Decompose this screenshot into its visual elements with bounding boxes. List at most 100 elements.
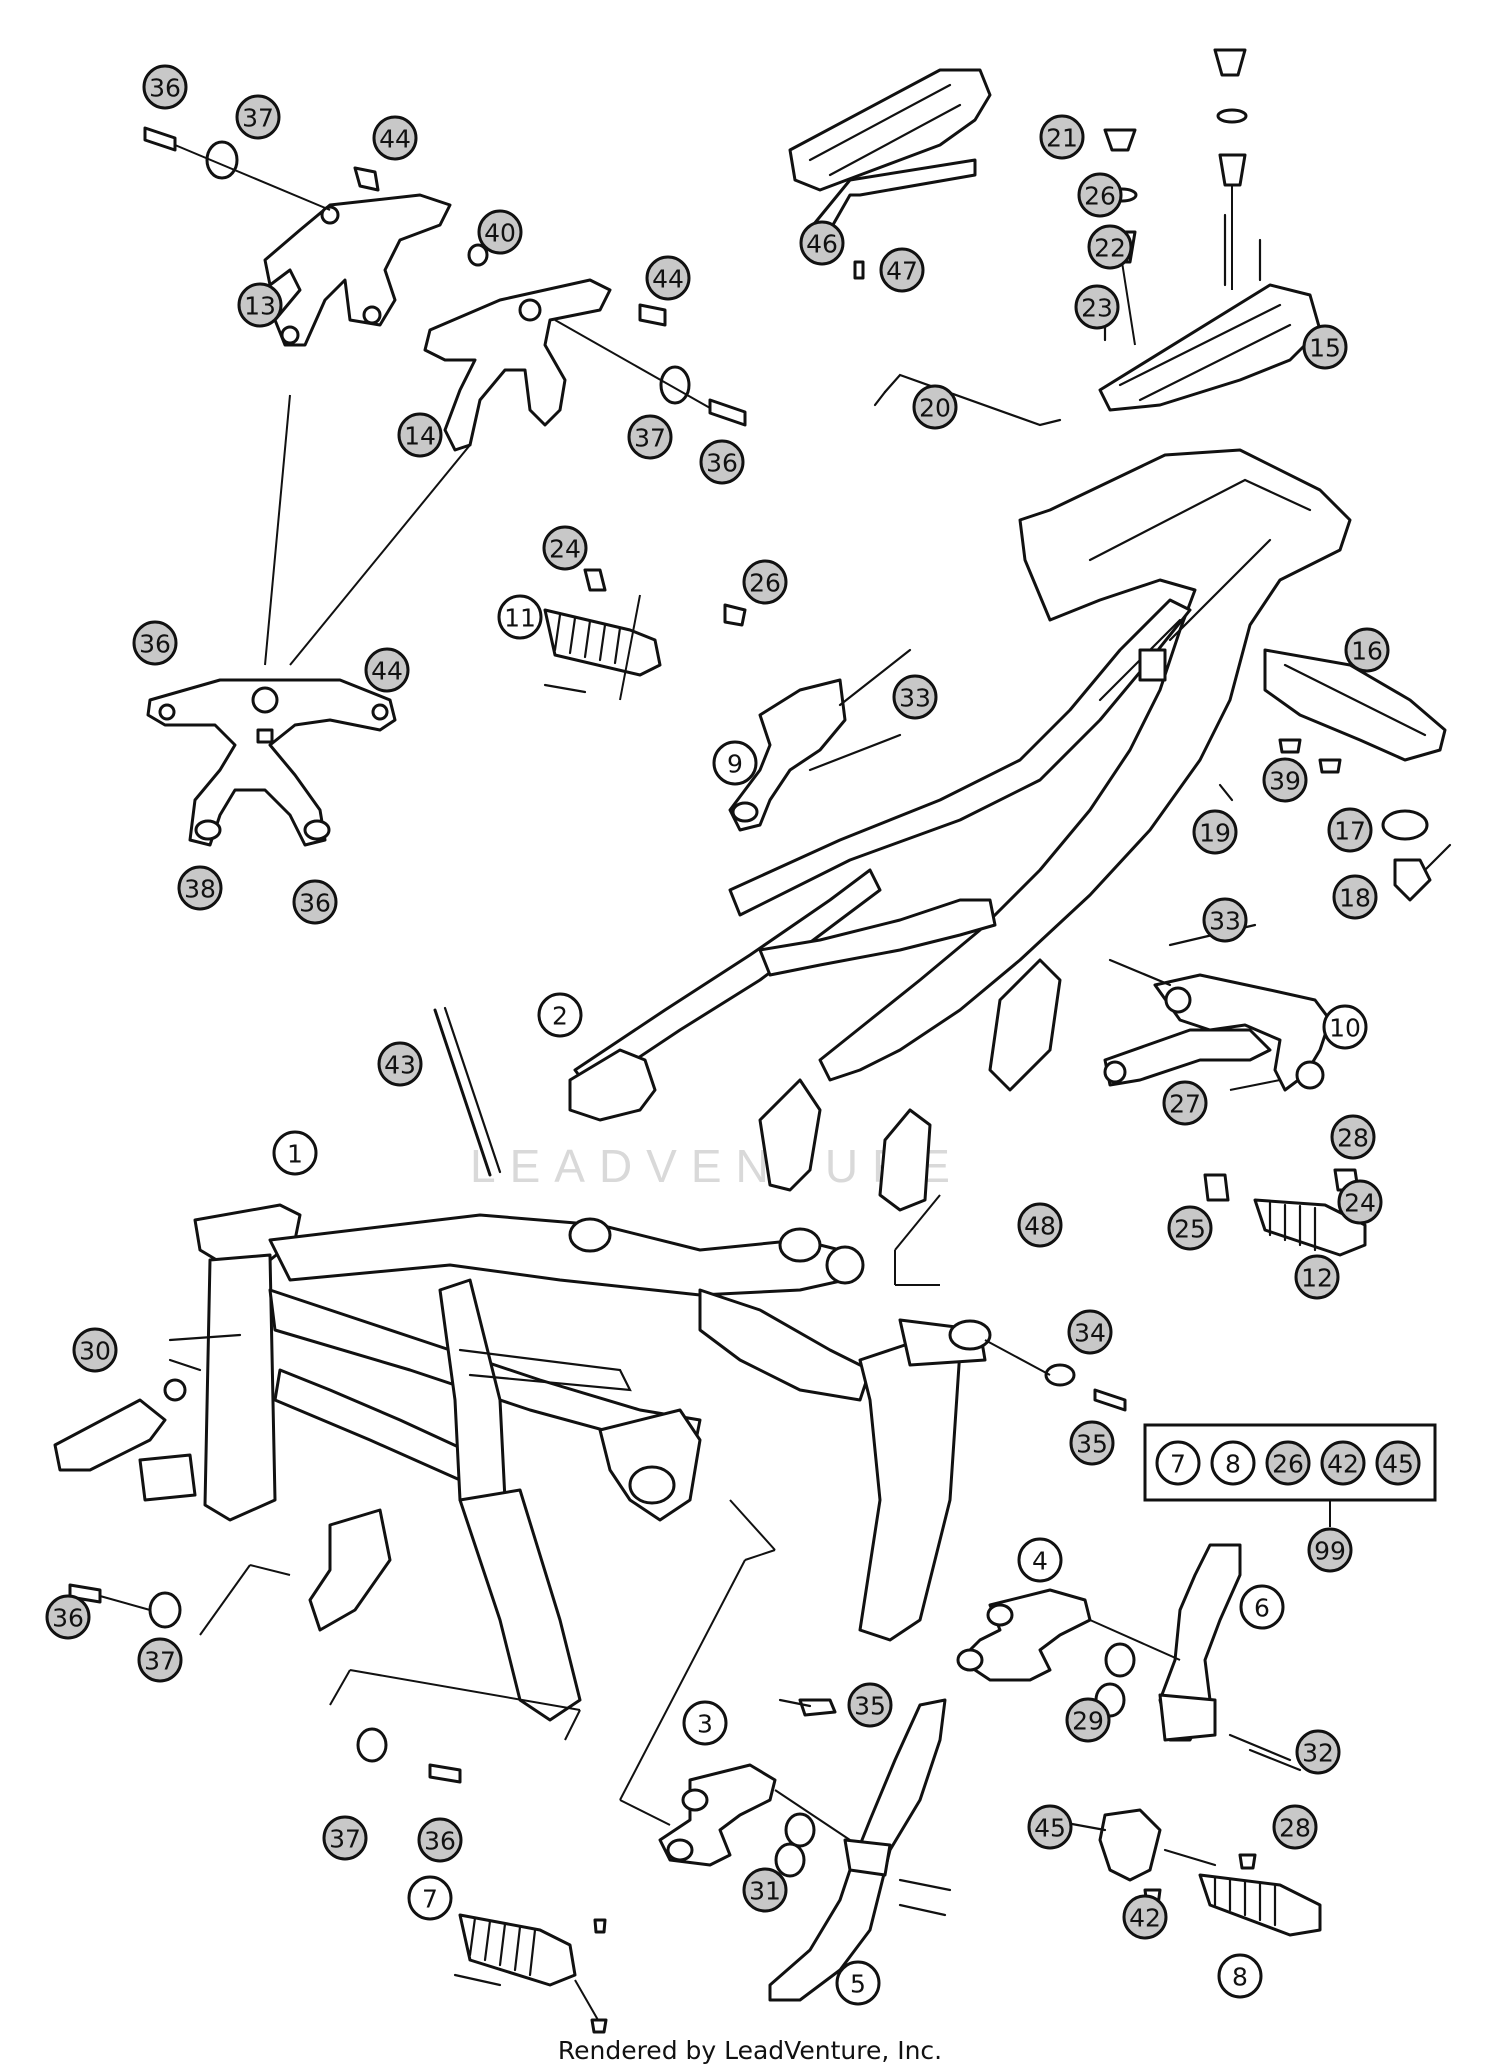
callout-22-13-label: 22 bbox=[1094, 234, 1126, 263]
tray-15-drawing bbox=[1098, 48, 1322, 412]
callout-47-10-label: 47 bbox=[886, 257, 918, 286]
callout-10-32-label: 10 bbox=[1329, 1014, 1361, 1043]
callout-38-29-label: 38 bbox=[184, 875, 216, 904]
callout-36-8-label: 36 bbox=[706, 449, 738, 478]
callout-42-59-label: 42 bbox=[1129, 1904, 1161, 1933]
callout-15-15-label: 15 bbox=[1309, 334, 1341, 363]
callout-36-27: 36 bbox=[132, 620, 178, 666]
callout-30-42: 30 bbox=[72, 1327, 118, 1373]
kit-item-8-label: 8 bbox=[1225, 1450, 1241, 1479]
callout-36-54-label: 36 bbox=[424, 1827, 456, 1856]
callout-31-58: 31 bbox=[742, 1867, 788, 1913]
kit-item-7-label: 7 bbox=[1170, 1450, 1186, 1479]
callout-42-59-circle bbox=[1122, 1894, 1168, 1940]
callout-45-55-label: 45 bbox=[1034, 1814, 1066, 1843]
kit-item-8-circle bbox=[1210, 1440, 1256, 1486]
callout-7-57-circle bbox=[407, 1875, 453, 1921]
callout-33-20-label: 33 bbox=[899, 684, 931, 713]
callout-23-14-circle bbox=[1074, 284, 1120, 330]
kit-label-99-circle bbox=[1307, 1527, 1353, 1573]
callout-17-25-label: 17 bbox=[1334, 817, 1366, 846]
kit-item-45-label: 45 bbox=[1382, 1450, 1414, 1479]
callout-29-49: 29 bbox=[1065, 1697, 1111, 1743]
callout-28-36-label: 28 bbox=[1337, 1124, 1369, 1153]
callout-9-21: 9 bbox=[712, 740, 758, 786]
callout-38-29-circle bbox=[177, 865, 223, 911]
callout-10-32-circle bbox=[1322, 1004, 1368, 1050]
callout-27-35-label: 27 bbox=[1169, 1090, 1201, 1119]
callout-40-3-label: 40 bbox=[484, 219, 516, 248]
callout-29-49-circle bbox=[1065, 1697, 1111, 1743]
callout-26-12-circle bbox=[1077, 172, 1123, 218]
callout-4-47: 4 bbox=[1017, 1537, 1063, 1583]
callout-1-37: 1 bbox=[272, 1130, 318, 1176]
callout-8-60: 8 bbox=[1217, 1953, 1263, 1999]
kit-item-26-label: 26 bbox=[1272, 1450, 1304, 1479]
callout-16-22-label: 16 bbox=[1351, 637, 1383, 666]
callout-9-21-circle bbox=[712, 740, 758, 786]
callout-35-44-label: 35 bbox=[1076, 1430, 1108, 1459]
callout-31-58-label: 31 bbox=[749, 1877, 781, 1906]
callout-35-52-circle bbox=[847, 1682, 893, 1728]
callout-1-37-circle bbox=[272, 1130, 318, 1176]
callout-25-39: 25 bbox=[1167, 1205, 1213, 1251]
kit-item-42-label: 42 bbox=[1327, 1450, 1359, 1479]
callout-2-33-label: 2 bbox=[552, 1002, 568, 1031]
callout-21-11-label: 21 bbox=[1046, 124, 1078, 153]
callout-8-60-label: 8 bbox=[1232, 1963, 1248, 1992]
kit-item-26: 26 bbox=[1265, 1440, 1311, 1486]
callout-46-9-circle bbox=[799, 220, 845, 266]
callout-43-34: 43 bbox=[377, 1041, 423, 1087]
callout-5-61-label: 5 bbox=[850, 1970, 866, 1999]
kit-item-45-circle bbox=[1375, 1440, 1421, 1486]
callout-16-22: 16 bbox=[1344, 627, 1390, 673]
callout-25-39-circle bbox=[1167, 1205, 1213, 1251]
callout-47-10: 47 bbox=[879, 247, 925, 293]
callout-5-61: 5 bbox=[835, 1960, 881, 2006]
callout-4-47-label: 4 bbox=[1032, 1547, 1048, 1576]
bracket-4-hanger-6-drawing bbox=[956, 1543, 1302, 1772]
callout-44-2-label: 44 bbox=[379, 125, 411, 154]
callout-36-0-circle bbox=[142, 64, 188, 110]
callout-37-1-circle bbox=[235, 94, 281, 140]
callout-6-48: 6 bbox=[1239, 1584, 1285, 1630]
callout-34-43-label: 34 bbox=[1074, 1319, 1106, 1348]
bracket-mid-drawing bbox=[146, 394, 471, 847]
kit-item-7: 7 bbox=[1155, 1440, 1201, 1486]
callout-36-54-circle bbox=[417, 1817, 463, 1863]
callout-36-30: 36 bbox=[292, 879, 338, 925]
callout-48-38-circle bbox=[1017, 1202, 1063, 1248]
callout-2-33-circle bbox=[537, 992, 583, 1038]
callout-6-48-circle bbox=[1239, 1584, 1285, 1630]
footpeg-7-drawing bbox=[453, 1913, 608, 2034]
callout-36-0: 36 bbox=[142, 64, 188, 110]
callout-13-4-label: 13 bbox=[244, 292, 276, 321]
callout-48-38-label: 48 bbox=[1024, 1212, 1056, 1241]
callout-11-19-circle bbox=[497, 594, 543, 640]
callout-30-42-label: 30 bbox=[79, 1337, 111, 1366]
callout-44-5: 44 bbox=[645, 255, 691, 301]
callout-3-51-circle bbox=[682, 1700, 728, 1746]
callout-28-36: 28 bbox=[1330, 1114, 1376, 1160]
callout-37-7: 37 bbox=[627, 414, 673, 460]
callout-9-21-label: 9 bbox=[727, 750, 743, 779]
callout-33-31-label: 33 bbox=[1209, 907, 1241, 936]
callout-47-10-circle bbox=[879, 247, 925, 293]
callout-27-35-circle bbox=[1162, 1080, 1208, 1126]
callout-13-4-circle bbox=[237, 282, 283, 328]
callout-3-51: 3 bbox=[682, 1700, 728, 1746]
callout-37-53: 37 bbox=[322, 1815, 368, 1861]
kit-item-42: 42 bbox=[1320, 1440, 1366, 1486]
callout-44-5-label: 44 bbox=[652, 265, 684, 294]
callout-16-22-circle bbox=[1344, 627, 1390, 673]
callout-37-53-circle bbox=[322, 1815, 368, 1861]
callout-36-30-label: 36 bbox=[299, 889, 331, 918]
callout-29-49-label: 29 bbox=[1072, 1707, 1104, 1736]
rod-20-drawing bbox=[873, 373, 1062, 427]
callout-5-61-circle bbox=[835, 1960, 881, 2006]
callout-17-25: 17 bbox=[1327, 807, 1373, 853]
callout-10-32: 10 bbox=[1322, 1004, 1368, 1050]
callout-36-27-label: 36 bbox=[139, 630, 171, 659]
